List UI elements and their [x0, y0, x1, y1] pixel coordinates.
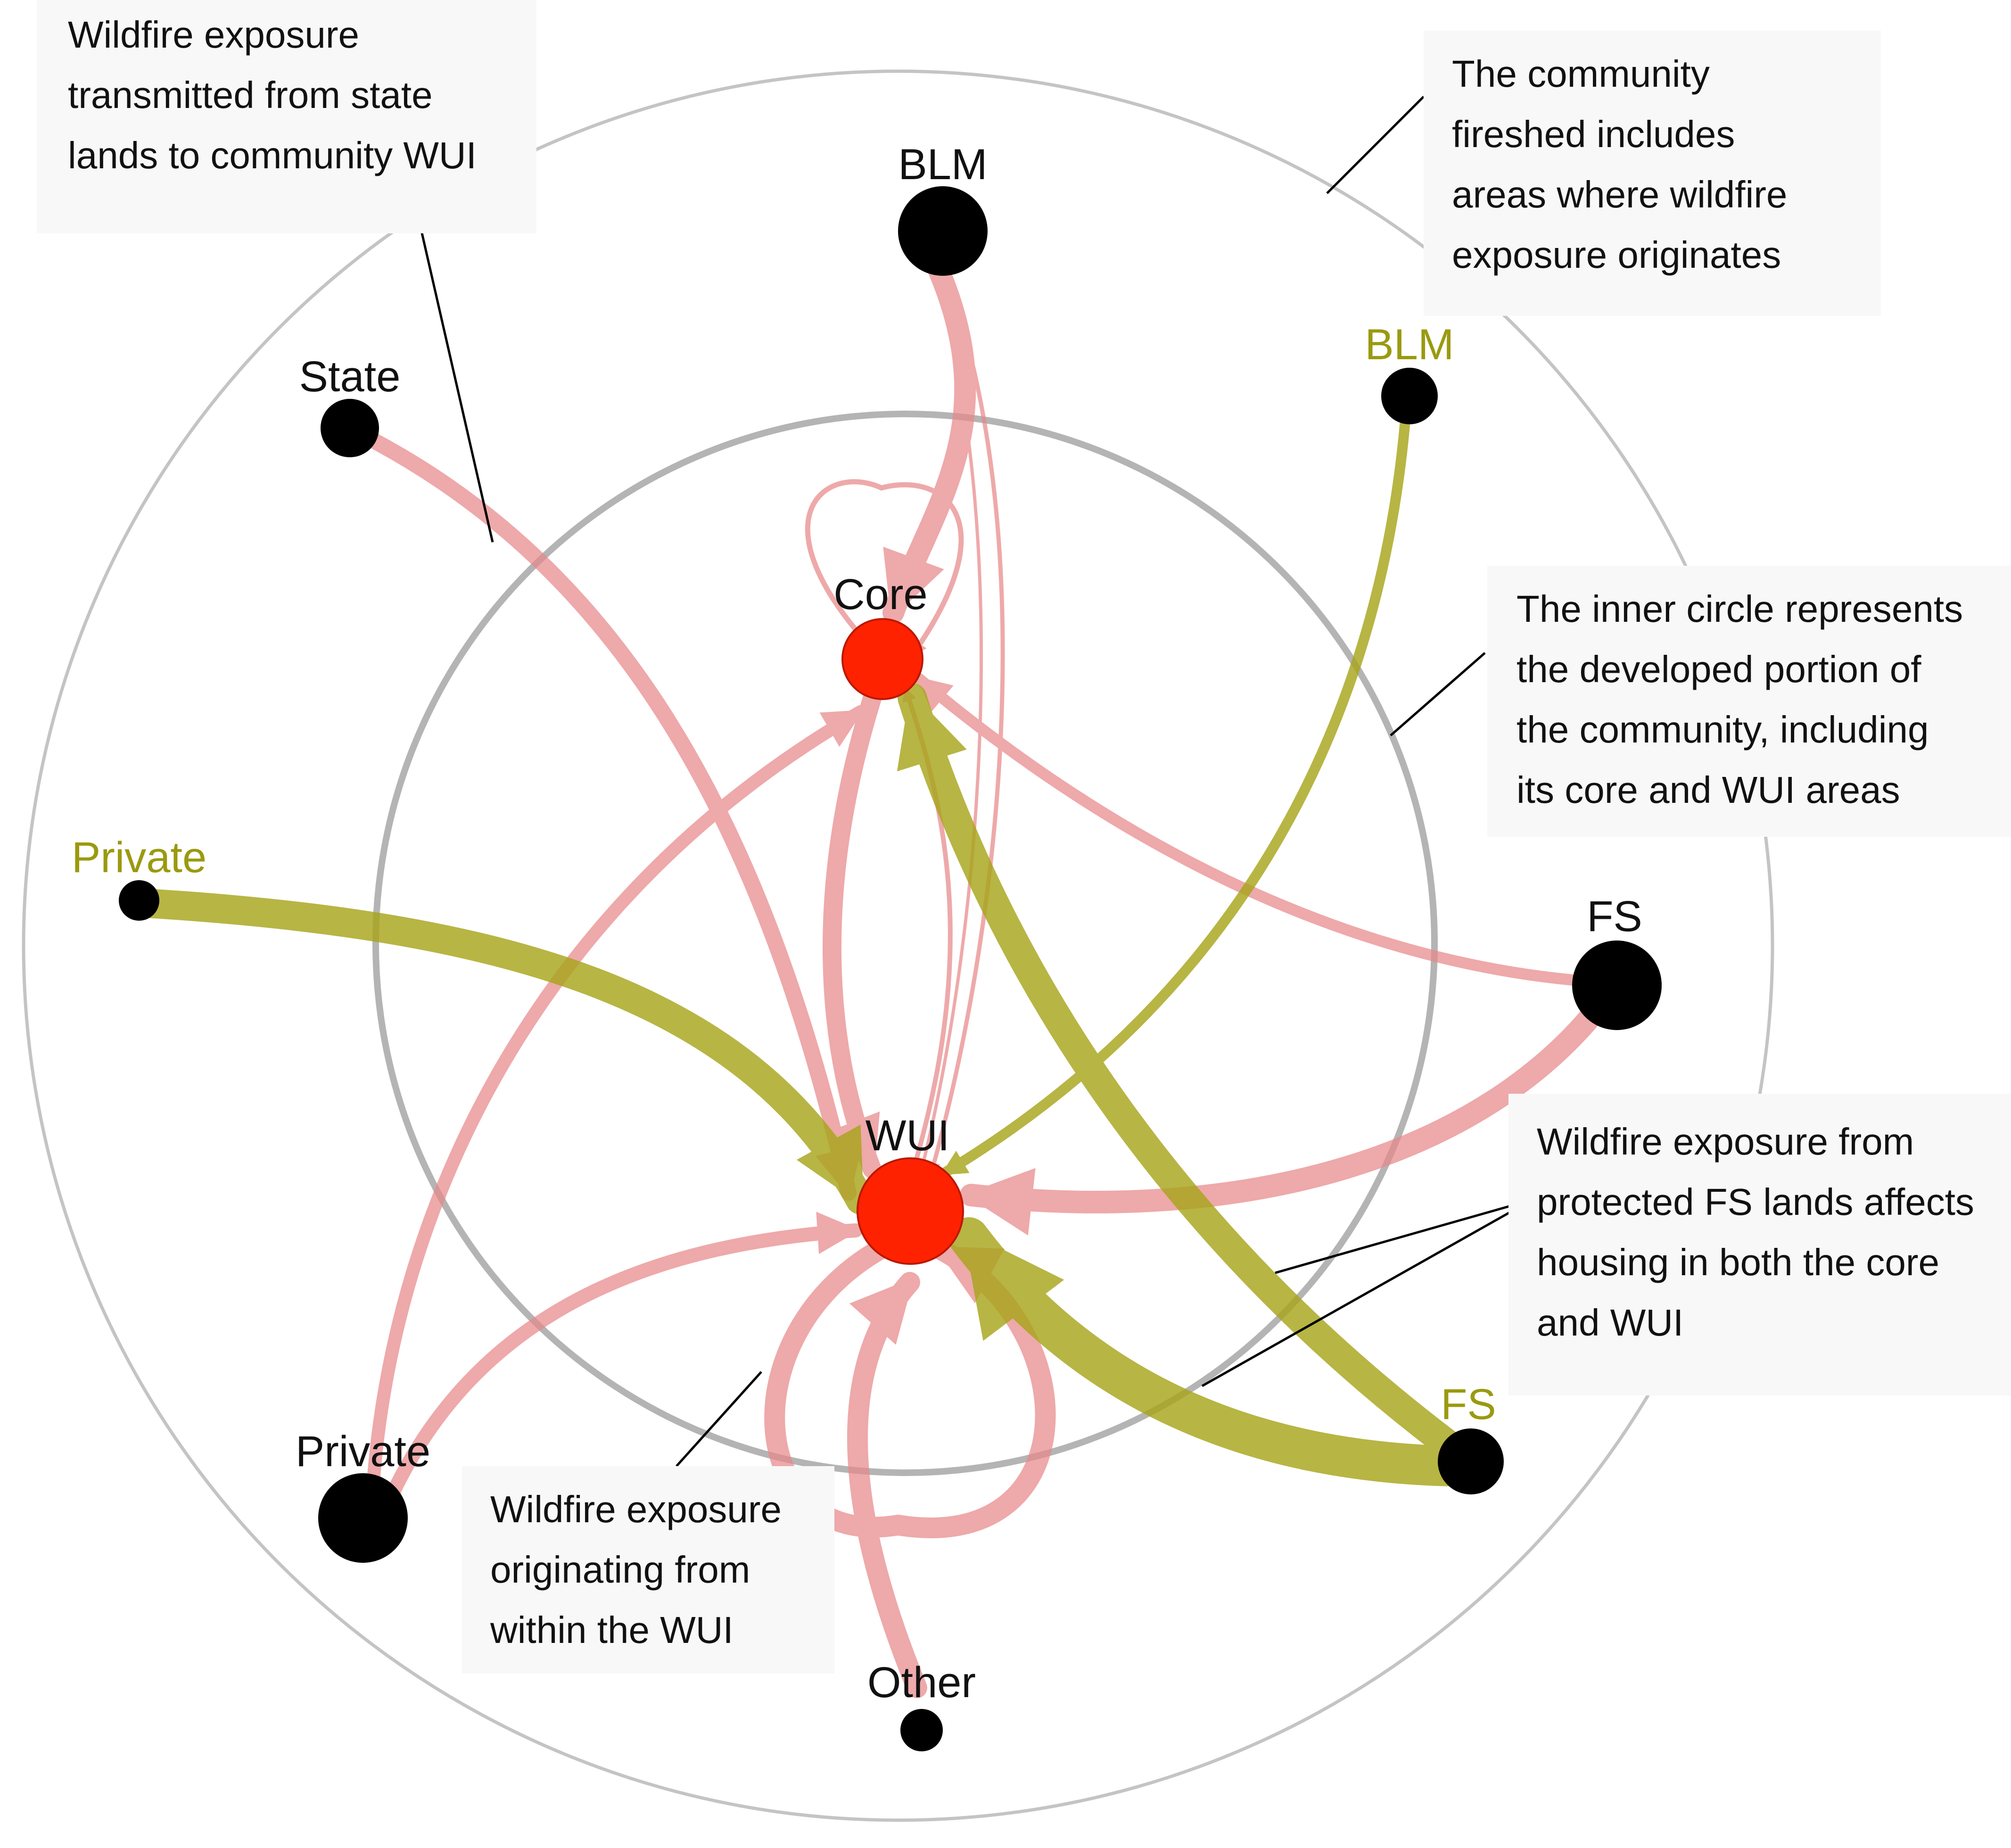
edge-private-olive-to-wui	[124, 888, 875, 1214]
label-blm-red: BLM	[898, 140, 987, 189]
callout-fireshed-text: The community fireshed includes areas wh…	[1452, 53, 1788, 276]
node-core	[841, 618, 923, 700]
edge-state-to-wui	[343, 421, 863, 1201]
label-state: State	[299, 353, 401, 401]
node-private-olive	[119, 880, 159, 921]
callout-fs-protected: Wildfire exposure from protected FS land…	[1508, 1094, 2011, 1395]
edge-private-to-core	[366, 705, 867, 1501]
edge-other-to-wui	[847, 1272, 927, 1698]
label-core: Core	[833, 570, 927, 619]
edge-blm-to-core	[882, 258, 976, 624]
callout-inner-circle-text: The inner circle represents the develope…	[1516, 588, 1963, 811]
label-private-olive: Private	[72, 833, 206, 882]
node-state	[321, 399, 379, 457]
callout-state-to-wui-text: Wildfire exposure transmitted from state…	[68, 14, 477, 176]
olive-edges	[124, 391, 1485, 1486]
node-private-red	[318, 1473, 408, 1563]
edge-blm-to-wui-b	[916, 276, 983, 1180]
label-blm-olive: BLM	[1365, 321, 1454, 369]
node-fs-red	[1572, 940, 1662, 1030]
callout-fireshed: The community fireshed includes areas wh…	[1424, 31, 1881, 316]
edge-fs-olive-to-wui	[948, 1217, 1472, 1486]
edge-fs-to-core	[914, 673, 1618, 989]
label-fs-olive: FS	[1441, 1380, 1496, 1428]
inner-community-ring	[372, 411, 1438, 1476]
label-wui: WUI	[865, 1112, 950, 1160]
node-blm-red	[898, 186, 988, 276]
edge-wui-self-loop	[764, 1234, 1056, 1538]
node-labels: BLM BLM State Private FS FS Private Othe…	[72, 140, 1642, 1707]
edge-core-to-wui	[823, 674, 886, 1179]
label-private-red: Private	[296, 1427, 430, 1476]
callout-state-to-wui: Wildfire exposure transmitted from state…	[37, 0, 536, 233]
edge-core-self-loop	[805, 479, 964, 658]
leader-fireshed	[1326, 96, 1425, 194]
callout-fs-protected-text: Wildfire exposure from protected FS land…	[1537, 1121, 1974, 1344]
leader-state-to-wui	[409, 181, 494, 543]
callout-within-wui-text: Wildfire exposure originating from withi…	[490, 1488, 782, 1651]
leader-fs-core	[1275, 1198, 1533, 1274]
nodes	[119, 186, 1662, 1751]
label-fs-red: FS	[1587, 892, 1642, 940]
edge-fs-olive-to-core	[897, 683, 1485, 1476]
label-other: Other	[867, 1658, 976, 1707]
leader-lines	[409, 96, 1533, 1467]
node-other	[900, 1709, 943, 1751]
red-edges	[343, 258, 1618, 1698]
outer-fireshed-ring	[22, 69, 1774, 1822]
edge-private-to-wui	[382, 1212, 863, 1509]
edge-fs-to-wui	[960, 990, 1614, 1236]
node-wui	[857, 1157, 964, 1265]
leader-inner-circle	[1390, 652, 1486, 736]
leader-within-wui	[676, 1371, 762, 1467]
callout-within-wui: Wildfire exposure originating from withi…	[462, 1466, 834, 1674]
node-blm-olive	[1381, 368, 1438, 424]
edge-blm-olive-to-wui	[938, 391, 1412, 1179]
node-fs-olive	[1438, 1428, 1504, 1494]
callout-inner-circle: The inner circle represents the develope…	[1487, 566, 2011, 837]
edge-blm-to-wui-a	[928, 271, 1005, 1176]
leader-fs-wui	[1201, 1198, 1533, 1387]
